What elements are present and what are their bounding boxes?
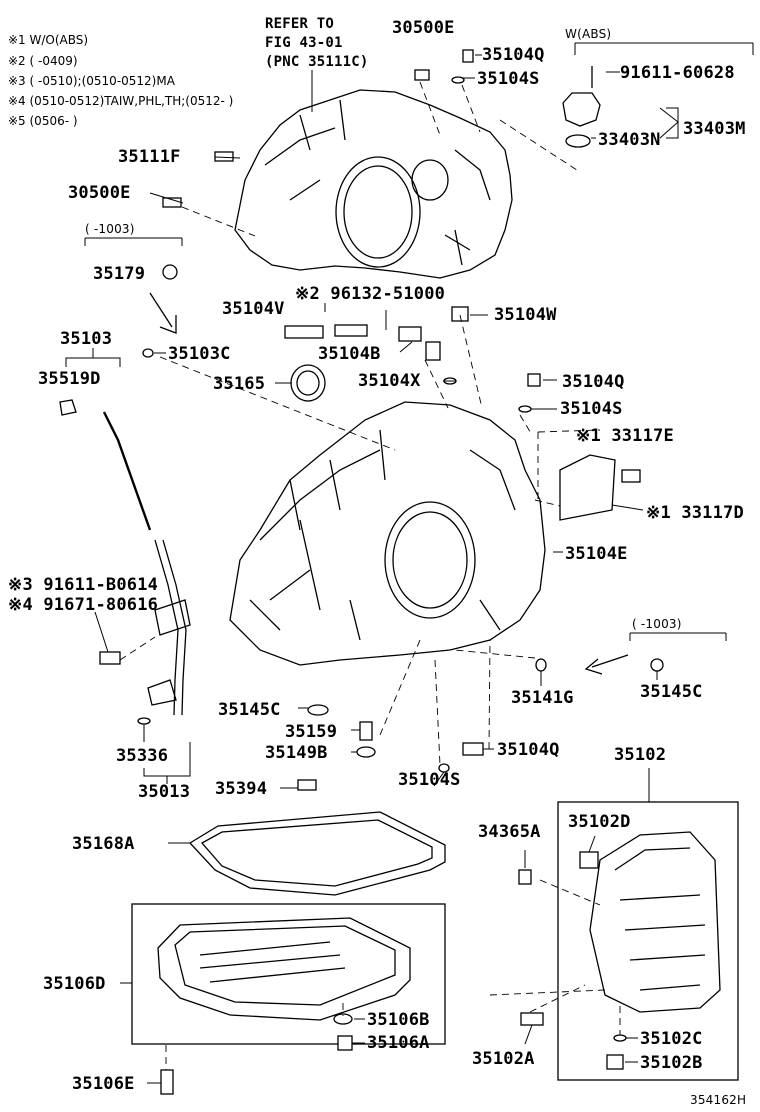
part-35145c-left[interactable]: 35145C xyxy=(218,700,281,720)
part-35103c[interactable]: 35103C xyxy=(168,344,231,364)
oil-pan-box xyxy=(131,903,446,1045)
part-35102[interactable]: 35102 xyxy=(614,745,667,765)
part-35159[interactable]: 35159 xyxy=(285,722,338,742)
small-parts xyxy=(99,49,664,1095)
dipstick-and-tube xyxy=(59,399,191,716)
note-3: ※3 ( -0510);(0510-0512)MA xyxy=(8,74,175,88)
part-35102a[interactable]: 35102A xyxy=(472,1049,535,1069)
part-35106a[interactable]: 35106A xyxy=(367,1033,430,1053)
refer-line-3[interactable]: (PNC 35111C) xyxy=(265,54,369,70)
part-35104s-top[interactable]: 35104S xyxy=(477,69,540,89)
part-35104s-low[interactable]: 35104S xyxy=(398,770,461,790)
part-35519d[interactable]: 35519D xyxy=(38,369,101,389)
part-35106b[interactable]: 35106B xyxy=(367,1010,430,1030)
oil-pan-gasket xyxy=(188,811,446,896)
oil-pan xyxy=(157,917,411,1021)
part-35104q-top[interactable]: 35104Q xyxy=(482,45,545,65)
note-2: ※2 ( -0409) xyxy=(8,54,78,68)
part-35102d[interactable]: 35102D xyxy=(568,812,631,832)
valve-body-box xyxy=(557,801,739,1081)
note-4: ※4 (0510-0512)TAIW,PHL,TH;(0512- ) xyxy=(8,94,234,108)
part-35013[interactable]: 35013 xyxy=(138,782,191,802)
direction-arrows xyxy=(149,292,629,675)
part-35149b[interactable]: 35149B xyxy=(265,743,328,763)
refer-line-1: REFER TO xyxy=(265,16,335,32)
part-35104s-mid[interactable]: 35104S xyxy=(560,399,623,419)
part-35179[interactable]: 35179 xyxy=(93,264,146,284)
part-33117e[interactable]: ※1 33117E xyxy=(576,426,674,446)
leader-lines xyxy=(65,42,754,1084)
part-35104q-low[interactable]: 35104Q xyxy=(497,740,560,760)
dashed-assembly-lines xyxy=(119,81,621,1070)
part-35103[interactable]: 35103 xyxy=(60,329,113,349)
part-33403m[interactable]: 33403M xyxy=(683,119,746,139)
note-5: ※5 (0506- ) xyxy=(8,114,78,128)
part-35106e[interactable]: 35106E xyxy=(72,1074,135,1094)
note-1: ※1 W/O(ABS) xyxy=(8,33,89,47)
part-35145c-right[interactable]: 35145C xyxy=(640,682,703,702)
part-35111f[interactable]: 35111F xyxy=(118,147,181,167)
transaxle-housing-upper xyxy=(234,89,513,279)
part-30500e-mid[interactable]: 30500E xyxy=(68,183,131,203)
part-35165[interactable]: 35165 xyxy=(213,374,266,394)
part-35394[interactable]: 35394 xyxy=(215,779,268,799)
part-91611-b0614[interactable]: ※3 91611-B0614 xyxy=(8,575,159,595)
part-96132-51000[interactable]: ※2 96132-51000 xyxy=(295,284,446,304)
part-35106d[interactable]: 35106D xyxy=(43,974,106,994)
part-34365a[interactable]: 34365A xyxy=(478,822,541,842)
part-35104w[interactable]: 35104W xyxy=(494,305,557,325)
part-33403n[interactable]: 33403N xyxy=(598,130,661,150)
part-91611-60628[interactable]: 91611-60628 xyxy=(620,63,735,83)
part-35102b[interactable]: 35102B xyxy=(640,1053,703,1073)
part-35336[interactable]: 35336 xyxy=(116,746,169,766)
transaxle-housing-lower xyxy=(229,401,546,666)
part-35141g[interactable]: 35141G xyxy=(511,688,574,708)
group-1003-label: ( -1003) xyxy=(85,222,135,236)
part-35104v[interactable]: 35104V xyxy=(222,299,285,319)
figure-id: 354162H xyxy=(690,1093,747,1107)
part-35104x[interactable]: 35104X xyxy=(358,371,421,391)
part-33117d[interactable]: ※1 33117D xyxy=(646,503,744,523)
part-35102c[interactable]: 35102C xyxy=(640,1029,703,1049)
part-35104b[interactable]: 35104B xyxy=(318,344,381,364)
part-35104q-mid[interactable]: 35104Q xyxy=(562,372,625,392)
part-91671-80616[interactable]: ※4 91671-80616 xyxy=(8,595,159,615)
valve-body xyxy=(589,831,721,1013)
abs-sensor xyxy=(562,66,601,148)
group-1003b-label: ( -1003) xyxy=(632,617,682,631)
part-35104e[interactable]: 35104E xyxy=(565,544,628,564)
part-30500e-top[interactable]: 30500E xyxy=(392,18,455,38)
part-35168a[interactable]: 35168A xyxy=(72,834,135,854)
refer-line-2: FIG 43-01 xyxy=(265,35,343,51)
group-abs-label: W(ABS) xyxy=(565,27,612,41)
